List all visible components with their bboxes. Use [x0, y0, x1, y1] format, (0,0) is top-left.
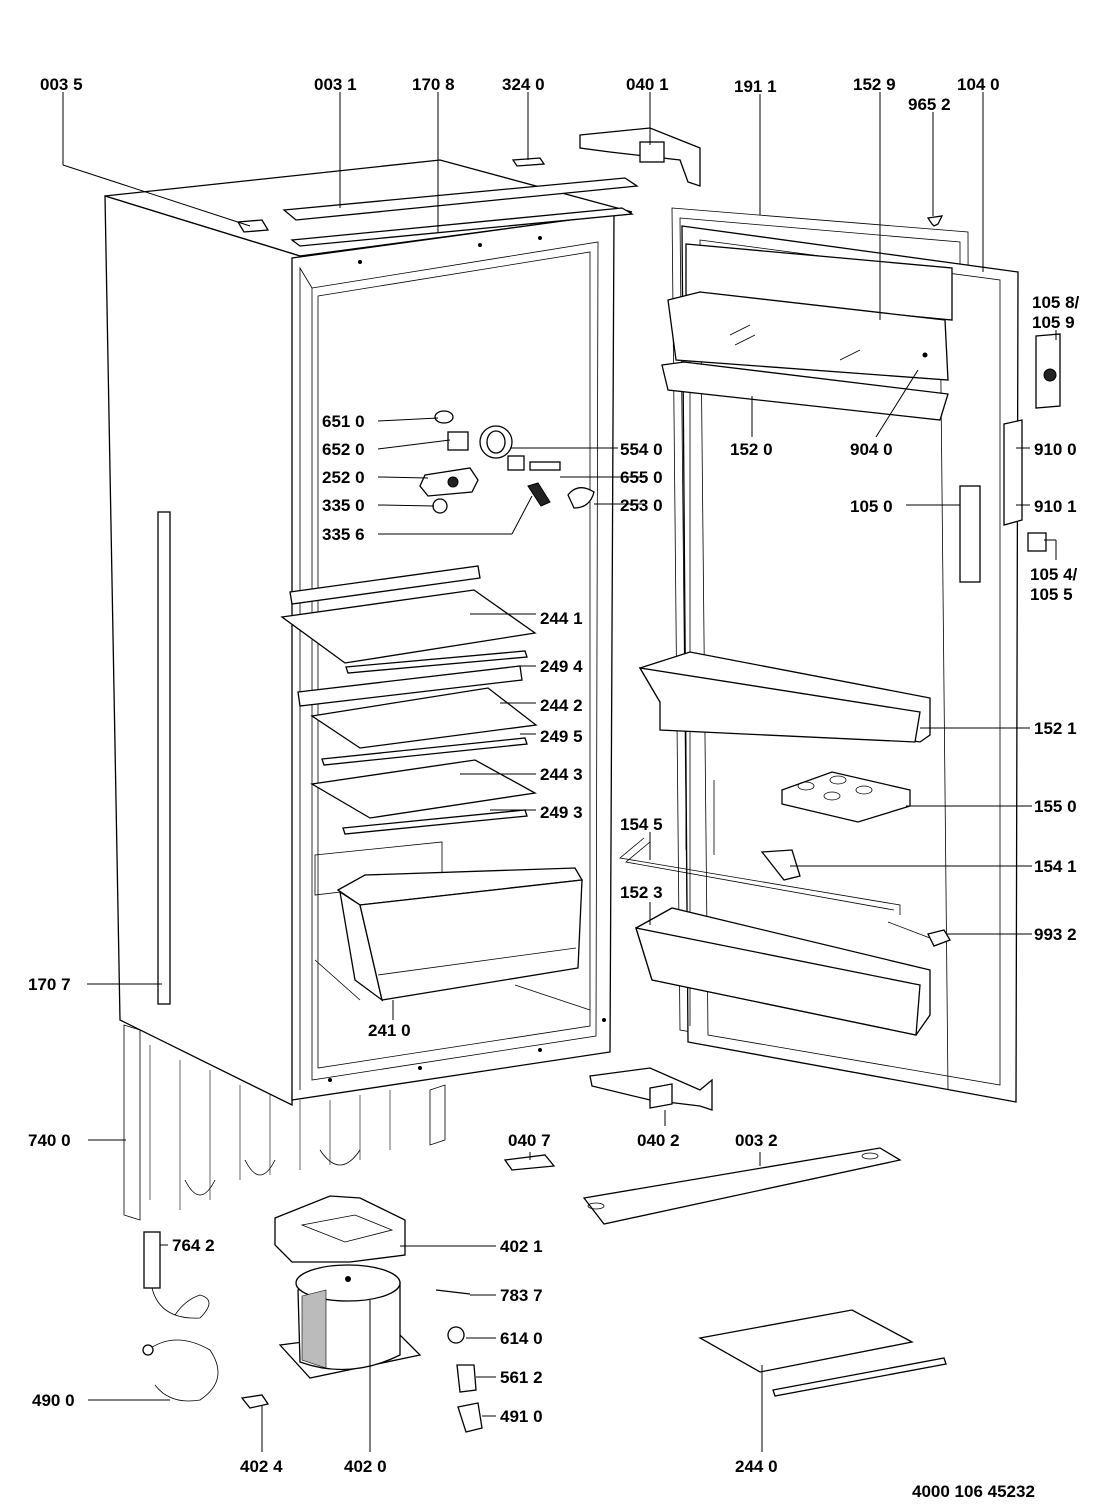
part-label-104-0: 104 0	[957, 75, 1000, 94]
part-label-152-9: 152 9	[853, 75, 896, 94]
part-label-154-5: 154 5	[620, 815, 663, 834]
part-label-491-0: 491 0	[500, 1407, 543, 1426]
part-label-152-3: 152 3	[620, 883, 663, 902]
part-label-740-0: 740 0	[28, 1131, 71, 1150]
part-label-490-0: 490 0	[32, 1391, 75, 1410]
electrical-parts	[142, 1231, 483, 1433]
part-label-651-0: 651 0	[322, 412, 365, 431]
part-label-152-0: 152 0	[730, 440, 773, 459]
part-label-155-0: 155 0	[1034, 797, 1077, 816]
part-label-655-0: 655 0	[620, 468, 663, 487]
part-label-764-2: 764 2	[172, 1236, 215, 1255]
part-label-249-3: 249 3	[540, 803, 583, 822]
part-label-003-5: 003 5	[40, 75, 83, 94]
part-label-904-0: 904 0	[850, 440, 893, 459]
part-label-152-1: 152 1	[1034, 719, 1077, 738]
glass-plate	[698, 1309, 947, 1397]
part-label-561-2: 561 2	[500, 1368, 543, 1387]
part-label-249-4: 249 4	[540, 657, 583, 676]
part-label-335-0: 335 0	[322, 496, 365, 515]
part-label-993-2: 993 2	[1034, 925, 1077, 944]
part-label-910-0: 910 0	[1034, 440, 1077, 459]
top-rails	[236, 157, 639, 247]
control-parts	[419, 410, 595, 514]
part-label-652-0: 652 0	[322, 440, 365, 459]
part-label-241-0: 241 0	[368, 1021, 411, 1040]
part-label-910-1: 910 1	[1034, 497, 1077, 516]
door-side-parts	[926, 215, 1061, 583]
part-label-154-1: 154 1	[1034, 857, 1077, 876]
part-label-244-0: 244 0	[735, 1457, 778, 1476]
leader-lines	[62, 92, 1057, 1452]
part-label-191-1: 191 1	[734, 77, 777, 96]
document-number: 4000 106 45232	[912, 1482, 1035, 1501]
part-label-105-0: 105 0	[850, 497, 893, 516]
top-hinge	[579, 127, 701, 187]
crisper-drawer	[336, 867, 584, 1002]
part-label-105-8: 105 8/	[1032, 293, 1080, 312]
part-label-244-2: 244 2	[540, 696, 583, 715]
part-label-040-1: 040 1	[626, 75, 669, 94]
part-label-402-4: 402 4	[240, 1457, 283, 1476]
dairy-compartment	[661, 243, 953, 421]
part-label-003-2: 003 2	[735, 1131, 778, 1150]
part-label-040-2: 040 2	[637, 1131, 680, 1150]
part-labels: 003 5 003 1 170 8 324 0 040 1 191 1 152 9 104 0…	[28, 75, 1080, 1476]
part-label-783-7: 783 7	[500, 1286, 543, 1305]
part-label-244-3: 244 3	[540, 765, 583, 784]
part-label-249-5: 249 5	[540, 727, 583, 746]
compressor	[274, 1195, 422, 1379]
part-label-402-0: 402 0	[344, 1457, 387, 1476]
part-label-554-0: 554 0	[620, 440, 663, 459]
part-label-614-0: 614 0	[500, 1329, 543, 1348]
part-label-003-1: 003 1	[314, 75, 357, 94]
part-label-170-7: 170 7	[28, 975, 71, 994]
part-label-253-0: 253 0	[620, 496, 663, 515]
part-label-105-4: 105 4/	[1030, 565, 1078, 584]
door-bins	[619, 651, 951, 1036]
door	[671, 207, 1019, 1103]
part-label-170-8: 170 8	[412, 75, 455, 94]
part-label-324-0: 324 0	[502, 75, 545, 94]
part-label-105-5: 105 5	[1030, 585, 1073, 604]
part-label-040-7: 040 7	[508, 1131, 551, 1150]
part-label-105-9: 105 9	[1032, 313, 1075, 332]
shelves	[280, 565, 538, 835]
bottom-parts	[503, 1067, 902, 1225]
part-label-244-1: 244 1	[540, 609, 583, 628]
condenser	[123, 1024, 446, 1221]
part-label-965-2: 965 2	[908, 95, 951, 114]
part-label-252-0: 252 0	[322, 468, 365, 487]
part-label-402-1: 402 1	[500, 1237, 543, 1256]
part-label-335-6: 335 6	[322, 525, 365, 544]
